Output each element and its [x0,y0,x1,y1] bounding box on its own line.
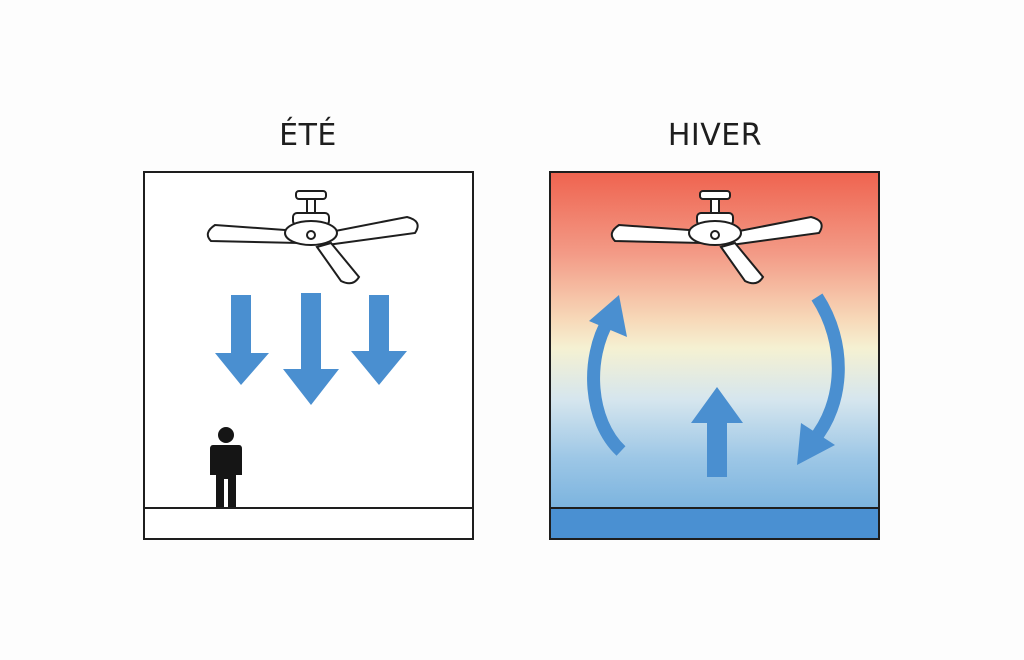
summer-panel [143,171,474,540]
arrow-up-icon [691,387,743,477]
curved-arrow-icon [797,293,845,465]
winter-title: HIVER [667,118,763,153]
summer-floor [145,507,472,538]
winter-panel [549,171,880,540]
ceiling-fan-icon [206,190,419,285]
ceiling-fan-icon [610,190,823,285]
arrow-down-icon [283,293,339,405]
person-icon [210,427,242,511]
arrow-down-icon [351,295,407,385]
winter-floor [551,507,878,538]
summer-title: ÉTÉ [279,118,337,153]
curved-arrow-icon [587,295,627,456]
arrow-down-icon [215,295,269,385]
